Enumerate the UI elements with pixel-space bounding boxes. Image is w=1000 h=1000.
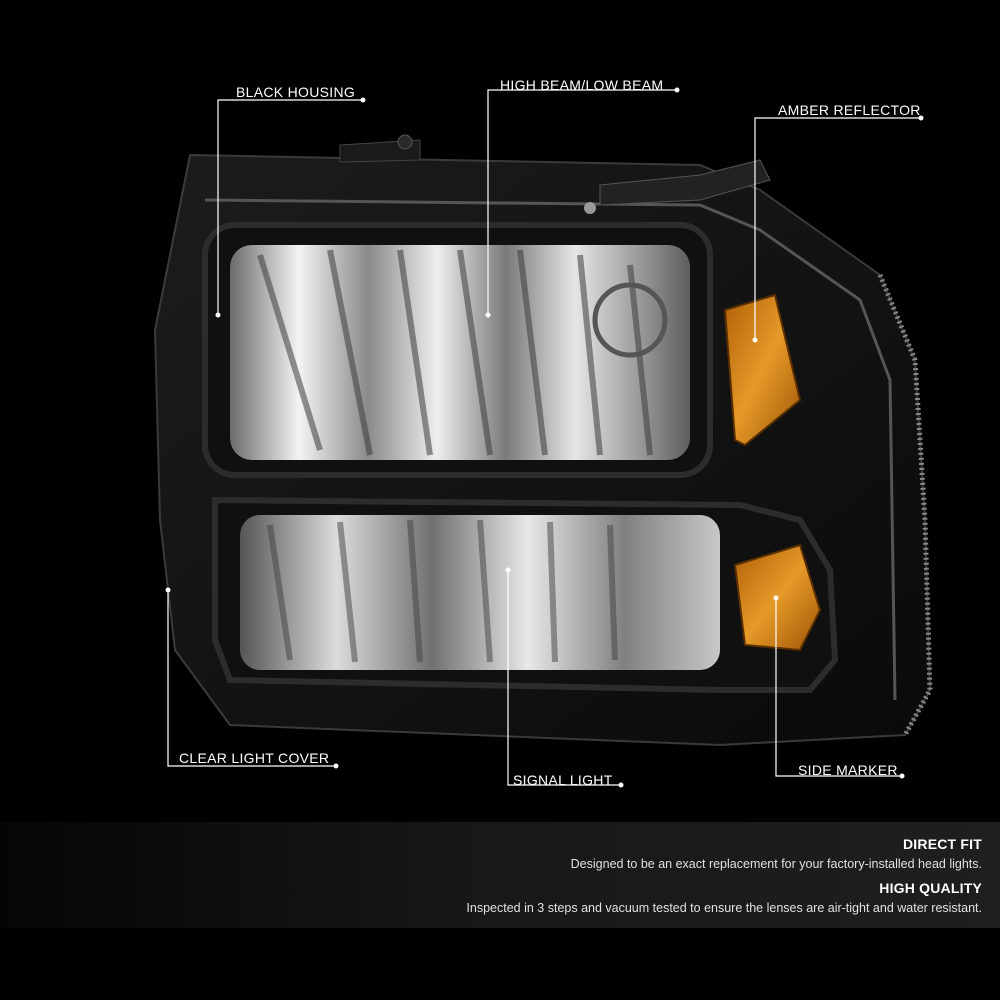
callout-dot-side-marker-target <box>773 595 779 601</box>
callout-dot-black-housing-target <box>215 312 221 318</box>
callout-line-high-low-beam <box>487 89 677 315</box>
upper-lamp <box>202 222 713 478</box>
label-clear-light-cover: CLEAR LIGHT COVER <box>179 750 330 766</box>
callout-dot-signal-light-target <box>505 567 511 573</box>
callout-dot-amber-reflector-end <box>918 115 924 121</box>
callout-dot-high-low-beam-target <box>485 312 491 318</box>
callout-dot-black-housing-end <box>360 97 366 103</box>
label-signal-light: SIGNAL LIGHT <box>513 772 613 788</box>
callout-line-side-marker <box>775 598 902 777</box>
callout-dot-signal-light-end <box>618 782 624 788</box>
callout-dot-clear-light-cover-end <box>333 763 339 769</box>
label-high-low-beam: HIGH BEAM/LOW BEAM <box>500 77 664 93</box>
feature-description: Inspected in 3 steps and vacuum tested t… <box>466 901 982 915</box>
feature-description: Designed to be an exact replacement for … <box>570 857 982 871</box>
feature-high-quality: HIGH QUALITY Inspected in 3 steps and va… <box>466 880 982 915</box>
callout-lines <box>167 89 921 786</box>
feature-title: HIGH QUALITY <box>879 880 982 896</box>
callout-line-signal-light <box>507 570 621 786</box>
label-amber-reflector: AMBER REFLECTOR <box>778 102 921 118</box>
lower-lamp <box>212 496 839 693</box>
callout-dot-clear-light-cover-target <box>165 587 171 593</box>
callout-line-amber-reflector <box>754 117 921 340</box>
callout-line-clear-light-cover <box>167 590 336 767</box>
feature-direct-fit: DIRECT FIT Designed to be an exact repla… <box>571 836 982 871</box>
feature-info-band: DIRECT FIT Designed to be an exact repla… <box>0 822 1000 928</box>
amber-reflector <box>723 293 802 447</box>
label-side-marker: SIDE MARKER <box>798 762 898 778</box>
callout-line-black-housing <box>217 99 363 315</box>
label-black-housing: BLACK HOUSING <box>236 84 356 100</box>
callout-dots <box>165 87 924 788</box>
feature-title: DIRECT FIT <box>903 836 982 852</box>
callout-dot-side-marker-end <box>899 773 905 779</box>
callout-dot-amber-reflector-target <box>752 337 758 343</box>
callout-dot-high-low-beam-end <box>674 87 680 93</box>
